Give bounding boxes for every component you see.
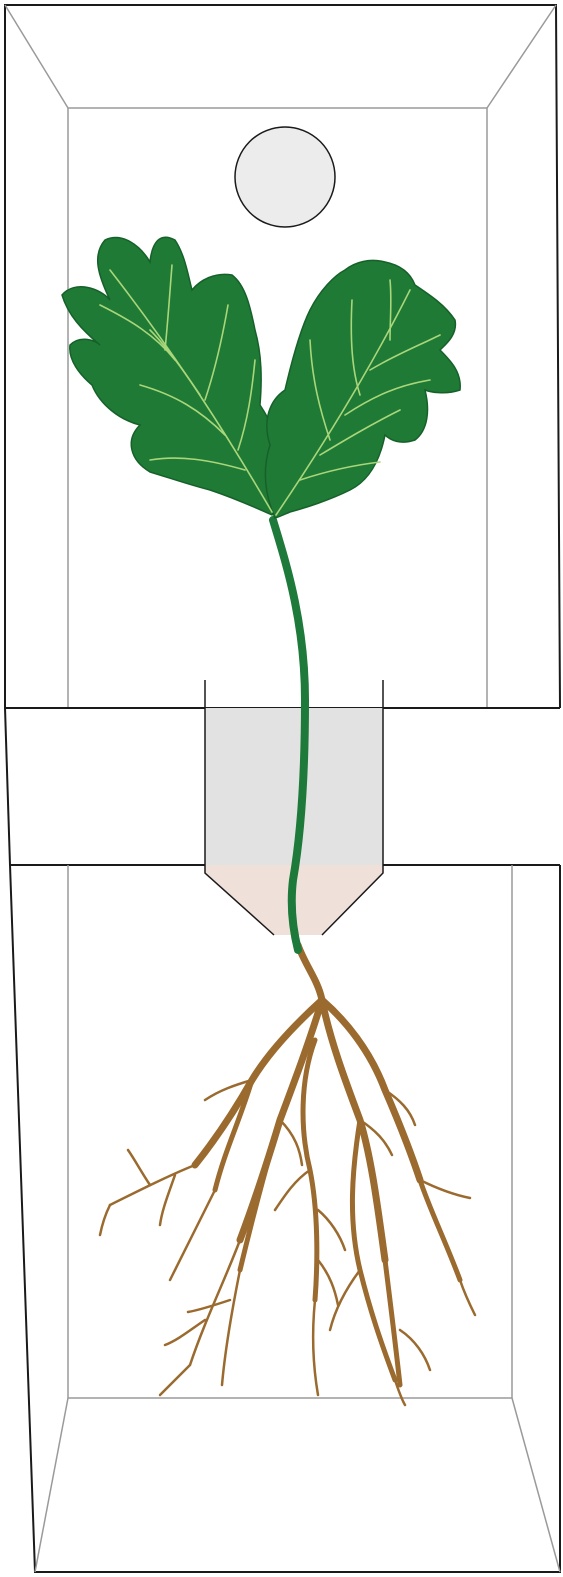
lower-chamber [10, 865, 560, 1572]
corner-line [512, 1398, 560, 1572]
root-system [100, 945, 475, 1405]
corner-line [5, 5, 68, 108]
corner-line [487, 5, 556, 108]
right-leaf [265, 260, 460, 518]
lower-chamber-inner [35, 865, 560, 1572]
leaf-vein [390, 280, 391, 340]
light-circle [235, 127, 335, 227]
corner-line [35, 1398, 68, 1572]
seedling-shoot [62, 237, 460, 518]
holder-fill [205, 708, 383, 865]
